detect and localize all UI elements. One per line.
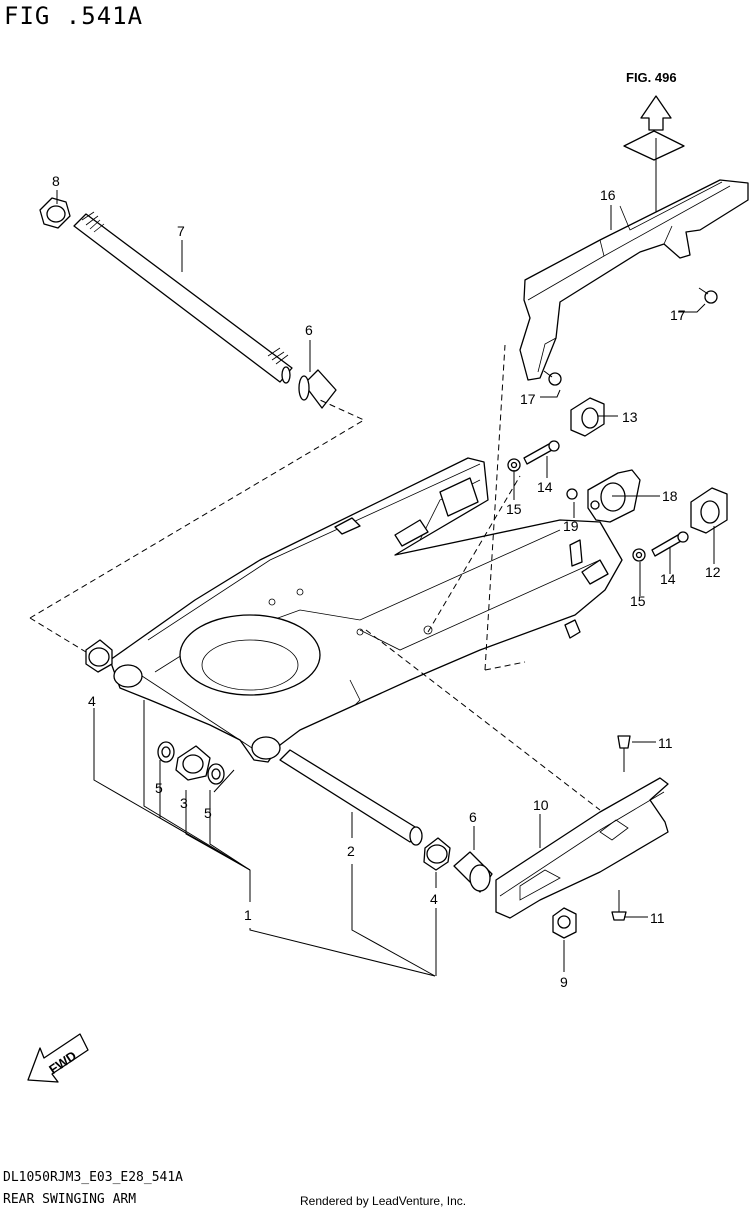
callout-11-upper: 11 xyxy=(658,735,673,751)
bolt-17-lower xyxy=(543,370,562,386)
swinging-arm-body xyxy=(109,457,623,763)
bearing-4-left xyxy=(85,639,113,673)
callout-12: 12 xyxy=(705,564,721,580)
bracket-18 xyxy=(587,469,641,523)
screw-11-lower xyxy=(611,890,627,921)
reference-figure-label: FIG. 496 xyxy=(626,70,677,85)
callout-14-lower: 14 xyxy=(660,571,676,587)
footer-credit: Rendered by LeadVenture, Inc. xyxy=(300,1194,467,1208)
chain-cover xyxy=(519,179,749,381)
footer-code: DL1050RJM3_E03_E28_541A xyxy=(3,1170,184,1185)
leader-lines xyxy=(56,138,715,977)
callout-5-left: 5 xyxy=(155,780,163,796)
callout-5-right: 5 xyxy=(204,805,212,821)
spacer-2 xyxy=(279,749,423,846)
bolt-17-upper xyxy=(698,287,718,304)
bolt-14-lower xyxy=(651,531,689,557)
callout-9: 9 xyxy=(560,974,568,990)
callout-13: 13 xyxy=(622,409,638,425)
callout-19: 19 xyxy=(563,518,579,534)
callout-10: 10 xyxy=(533,797,549,813)
callout-6-lower: 6 xyxy=(469,809,477,825)
callout-16: 16 xyxy=(600,187,616,203)
callout-18: 18 xyxy=(662,488,678,504)
callout-8: 8 xyxy=(52,173,60,189)
fwd-direction-arrow-icon: FWD xyxy=(27,1033,89,1083)
pivot-shaft-7 xyxy=(73,211,293,384)
callout-15-upper: 15 xyxy=(506,501,522,517)
callout-labels: 1 2 3 4 4 5 5 6 6 7 8 9 10 11 11 12 13 1… xyxy=(52,173,721,990)
bearing-3 xyxy=(175,745,211,781)
nut-8 xyxy=(39,197,71,229)
nut-15-lower xyxy=(632,548,646,562)
callout-6-upper: 6 xyxy=(305,322,313,338)
callout-4-left: 4 xyxy=(88,693,96,709)
bearing-4-right xyxy=(423,837,451,871)
chain-adjuster-12 xyxy=(690,487,728,534)
dashed-assembly-lines xyxy=(29,344,601,811)
callout-17-upper: 17 xyxy=(670,307,686,323)
reference-arrow-icon xyxy=(623,95,685,161)
chain-adjuster-13 xyxy=(570,397,605,437)
callout-15-lower: 15 xyxy=(630,593,646,609)
collar-6-upper xyxy=(298,369,337,409)
nut-15-upper xyxy=(507,458,521,472)
bolt-14-upper xyxy=(523,440,560,465)
chain-buffer-10 xyxy=(495,777,669,919)
callout-11-lower: 11 xyxy=(650,910,665,926)
callout-1: 1 xyxy=(244,907,252,923)
oil-seal-5-right xyxy=(207,763,225,785)
nut-9 xyxy=(552,907,577,939)
callout-17-lower: 17 xyxy=(520,391,536,407)
callout-4-right: 4 xyxy=(430,891,438,907)
collar-6-lower xyxy=(453,851,493,893)
callout-3: 3 xyxy=(180,795,188,811)
screw-11-upper xyxy=(617,735,631,772)
screw-19 xyxy=(566,488,578,500)
callout-14-upper: 14 xyxy=(537,479,553,495)
oil-seal-5-left xyxy=(157,741,175,763)
callout-7: 7 xyxy=(177,223,185,239)
callout-2: 2 xyxy=(347,843,355,859)
figure-title: FIG .541A xyxy=(4,2,144,30)
footer-title: REAR SWINGING ARM xyxy=(3,1192,137,1207)
